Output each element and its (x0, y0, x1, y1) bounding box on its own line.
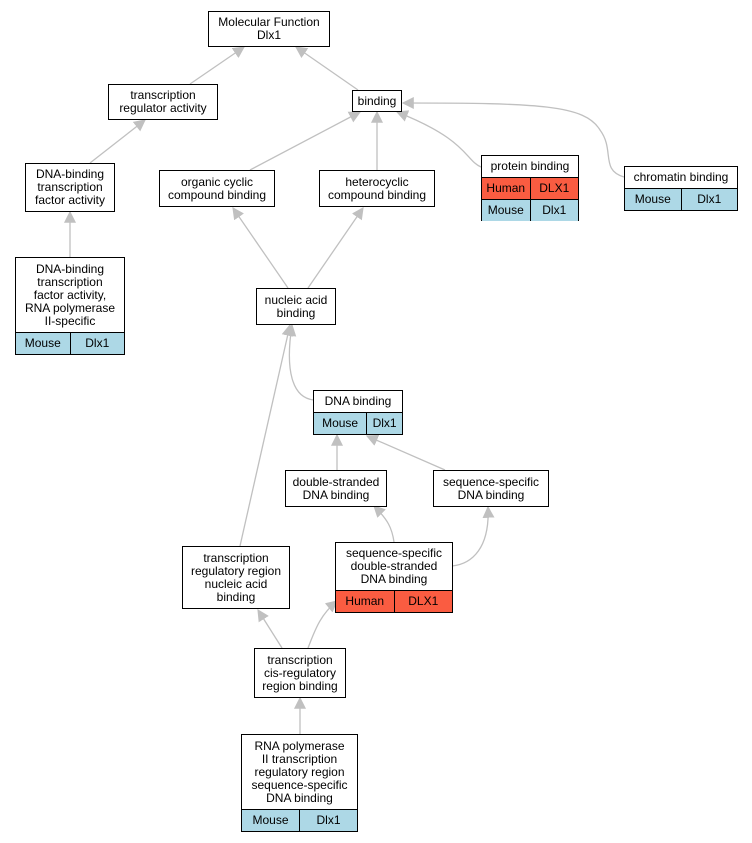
edge-seqds-to-seqspec (451, 505, 495, 567)
edge-trans-reg-to-mf (189, 46, 245, 85)
node-label: double-stranded DNA binding (292, 474, 380, 502)
species-label: Human (486, 181, 526, 195)
node-protein-binding[interactable]: protein binding Human DLX1 Mouse Dlx1 (481, 155, 579, 221)
species-label: Human (345, 594, 385, 608)
node-label: DNA binding (324, 394, 392, 408)
node-chromatin-binding[interactable]: chromatin binding Mouse Dlx1 (624, 166, 738, 211)
node-double-stranded-dna-binding[interactable]: double-stranded DNA binding (285, 470, 387, 507)
annotation-row-mouse: Mouse Dlx1 (314, 412, 402, 434)
gene-label: Dlx1 (69, 333, 125, 354)
node-label: sequence-specific DNA binding (442, 474, 540, 502)
gene-label: Dlx1 (529, 200, 579, 221)
annotation-row-mouse: Mouse Dlx1 (625, 188, 737, 210)
species-label: Mouse (252, 813, 289, 827)
edge-protein-to-binding (395, 110, 482, 168)
edge-binding-to-mf (295, 46, 359, 91)
node-label: transcription regulatory region nucleic … (190, 550, 282, 604)
node-dna-binding[interactable]: DNA binding Mouse Dlx1 (313, 390, 403, 435)
gene-label: Dlx1 (680, 189, 738, 210)
node-label: heterocyclic compound binding (327, 174, 427, 202)
node-dna-binding-tf-activity-pol2[interactable]: DNA-binding transcription factor activit… (15, 257, 125, 355)
edge-nucleic-to-organic (232, 207, 289, 289)
edge-chromatin-to-binding (401, 97, 625, 178)
annotation-row-mouse: Mouse Dlx1 (16, 332, 124, 354)
edge-dna-to-nucleic (284, 323, 315, 401)
node-transcription-regulatory-region-binding[interactable]: transcription regulatory region nucleic … (182, 546, 290, 609)
annotation-row-mouse: Mouse Dlx1 (242, 809, 357, 831)
node-nucleic-acid-binding[interactable]: nucleic acid binding (256, 288, 336, 325)
gene-label: Dlx1 (366, 413, 402, 434)
gene-label: DLX1 (529, 178, 579, 199)
annotation-row-mouse: Mouse Dlx1 (482, 199, 578, 221)
node-label: DNA-binding transcription factor activit… (34, 167, 106, 207)
node-label: chromatin binding (633, 170, 729, 184)
node-label: binding (357, 93, 397, 108)
edge-dnatf-to-transreg (89, 119, 146, 164)
species-label: Mouse (322, 416, 359, 430)
gene-label: DLX1 (393, 591, 453, 612)
node-organic-cyclic-compound-binding[interactable]: organic cyclic compound binding (159, 170, 275, 207)
edge-seqspec-to-dna (365, 434, 446, 471)
node-dna-binding-tf-activity[interactable]: DNA-binding transcription factor activit… (25, 163, 115, 212)
annotation-row-human: Human DLX1 (482, 177, 578, 199)
gene-label: Dlx1 (299, 810, 357, 831)
node-transcription-regulator-activity[interactable]: transcription regulator activity (108, 84, 218, 120)
edge-organic-to-binding (249, 111, 362, 171)
edge-transregion-to-nucleic (239, 323, 294, 547)
node-label: DNA-binding transcription factor activit… (24, 261, 116, 328)
node-label: sequence-specific double-stranded DNA bi… (345, 546, 443, 586)
edge-cis-to-seqds (307, 600, 338, 649)
edge-seqds-to-dsdna (373, 505, 395, 543)
node-label: transcription cis-regulatory region bind… (262, 652, 338, 693)
node-heterocyclic-compound-binding[interactable]: heterocyclic compound binding (319, 170, 435, 207)
species-label: Mouse (487, 203, 524, 217)
node-label: nucleic acid binding (264, 292, 328, 320)
node-cis-regulatory-region-binding[interactable]: transcription cis-regulatory region bind… (254, 648, 346, 698)
annotation-row-human: Human DLX1 (336, 590, 452, 612)
node-label: transcription regulator activity (119, 88, 207, 115)
node-sequence-specific-dna-binding[interactable]: sequence-specific DNA binding (433, 470, 549, 507)
node-label: RNA polymerase II transcription regulato… (251, 738, 348, 805)
node-label: Molecular Function Dlx1 (218, 15, 320, 42)
node-binding[interactable]: binding (352, 90, 402, 112)
node-pol2-regulatory-region-binding[interactable]: RNA polymerase II transcription regulato… (241, 734, 358, 832)
edge-nucleic-to-hetero (307, 207, 364, 289)
node-label: organic cyclic compound binding (167, 174, 267, 202)
species-label: Mouse (634, 192, 671, 206)
node-label: protein binding (490, 159, 570, 173)
node-molecular-function[interactable]: Molecular Function Dlx1 (208, 11, 330, 47)
edge-cis-to-transregion (257, 608, 283, 649)
node-seq-specific-ds-dna-binding[interactable]: sequence-specific double-stranded DNA bi… (335, 542, 453, 613)
species-label: Mouse (24, 336, 61, 350)
